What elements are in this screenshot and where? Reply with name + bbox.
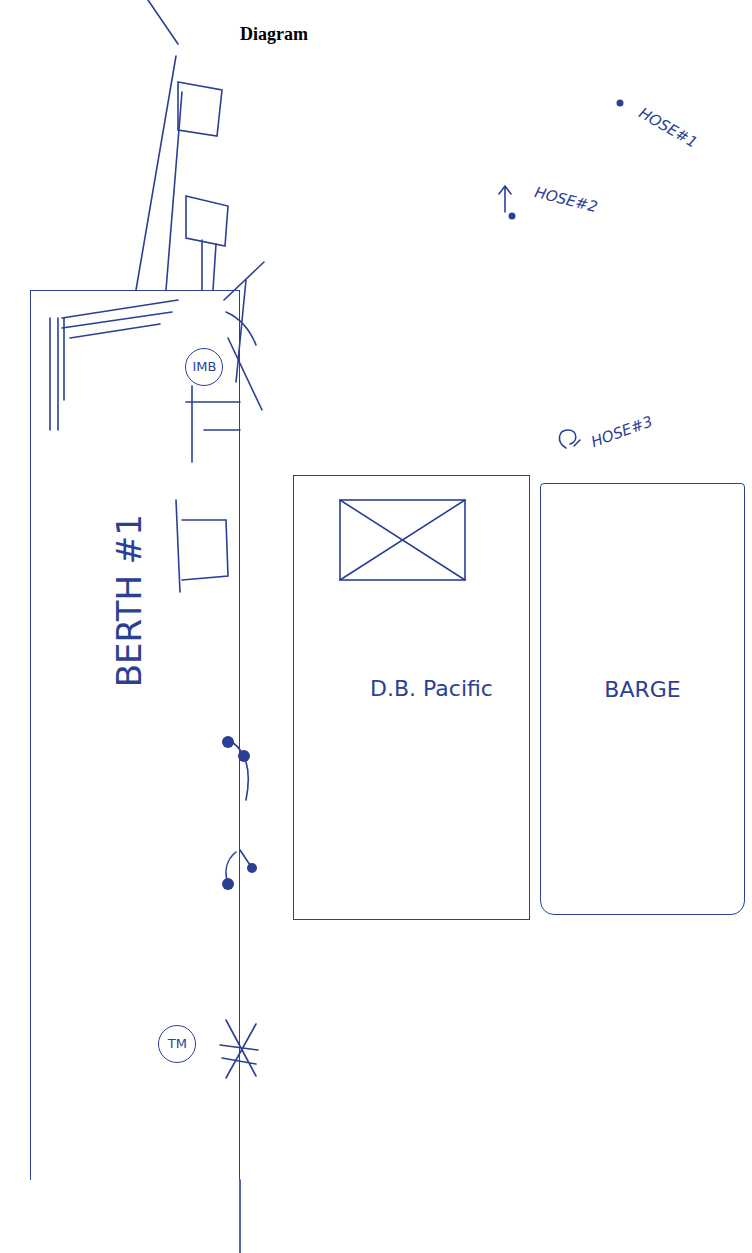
hose-point — [617, 100, 624, 107]
diagram-title: Diagram — [240, 24, 308, 45]
berth-outline: BERTH #1 IMB TM — [30, 290, 240, 1180]
marker-label: IMB — [192, 360, 216, 374]
crane-leg — [166, 92, 182, 290]
hose-label: HOSE#3 — [589, 413, 655, 450]
hatch-cross — [340, 500, 465, 580]
hose-curl — [559, 430, 580, 448]
hatching — [50, 318, 64, 430]
barge-outline: BARGE — [540, 483, 745, 915]
vessel-outline: D.B. Pacific — [293, 475, 530, 920]
crane-leg — [202, 240, 216, 290]
crane-leg — [136, 56, 176, 290]
crane-box — [178, 82, 222, 136]
hose-arrow — [499, 186, 511, 212]
hose-label: HOSE#1 — [636, 105, 700, 151]
crane-box — [186, 196, 228, 246]
edge-structure — [176, 500, 228, 592]
ink-lines — [50, 0, 580, 1253]
area-label: BERTH #1 — [111, 514, 148, 687]
berth-edge — [239, 1180, 241, 1253]
hatching — [62, 300, 178, 338]
bollard — [247, 863, 257, 873]
marker-circle: IMB — [185, 348, 223, 386]
crane-line — [148, 0, 178, 44]
hose-point — [509, 213, 516, 220]
bollard — [222, 736, 234, 748]
marker-label: TM — [168, 1037, 187, 1051]
fender-scribble — [224, 262, 264, 410]
bollard — [222, 878, 234, 890]
fender-scribble — [220, 1020, 258, 1078]
marker-circle: TM — [158, 1025, 196, 1063]
edge-structure — [186, 386, 240, 462]
hose-label: HOSE#2 — [533, 184, 599, 216]
area-label: BARGE — [604, 678, 680, 702]
ink-dots — [222, 100, 624, 891]
area-label: D.B. Pacific — [370, 677, 493, 701]
hatch-box — [340, 500, 465, 580]
